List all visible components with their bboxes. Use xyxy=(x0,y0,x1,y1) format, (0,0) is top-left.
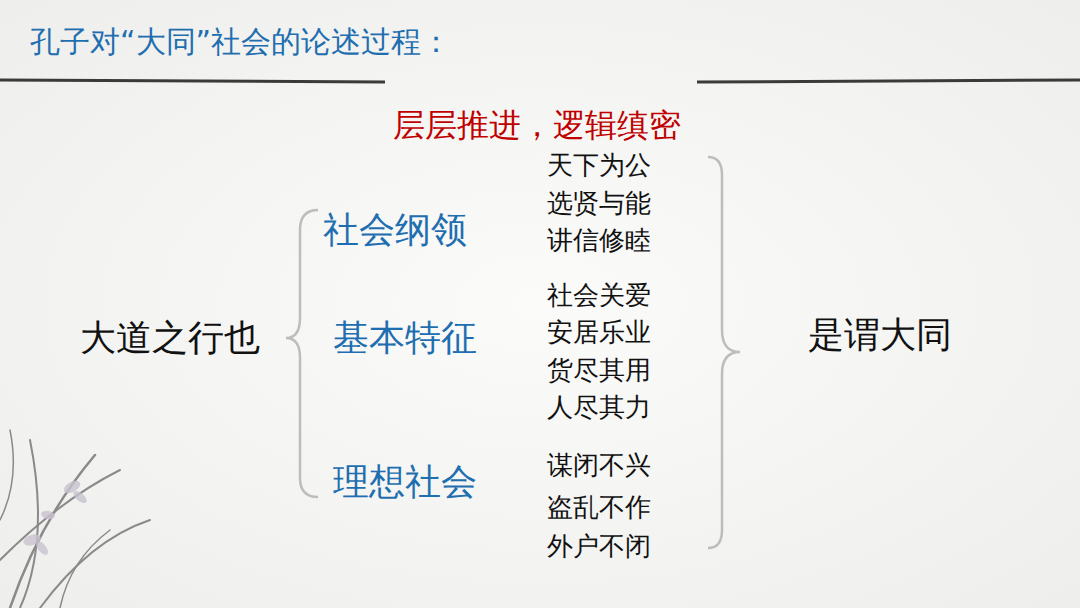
category-label: 社会纲领 xyxy=(323,208,467,251)
item-text: 天下为公 xyxy=(547,150,651,181)
item-text: 盗乱不作 xyxy=(547,492,651,523)
item-text: 外户不闭 xyxy=(547,531,651,562)
orchid-flowers xyxy=(22,478,89,557)
item-text: 安居乐业 xyxy=(547,317,651,348)
orchid-illustration xyxy=(0,430,150,608)
subtitle: 层层推进，逻辑缜密 xyxy=(393,106,681,144)
slide-title: 孔子对“大同”社会的论述过程： xyxy=(30,24,451,60)
conclusion-text: 是谓大同 xyxy=(808,313,952,356)
category-label: 基本特征 xyxy=(333,316,477,359)
brush-line xyxy=(0,80,385,82)
category-label: 理想社会 xyxy=(333,460,477,503)
item-text: 讲信修睦 xyxy=(547,225,651,256)
item-text: 货尽其用 xyxy=(547,355,651,386)
item-text: 社会关爱 xyxy=(547,280,651,311)
brush-line xyxy=(697,80,1080,82)
item-text: 谋闭不兴 xyxy=(547,450,651,481)
root-text: 大道之行也 xyxy=(80,316,260,359)
item-text: 人尽其力 xyxy=(547,392,651,423)
curly-brace xyxy=(708,157,740,548)
curly-brace xyxy=(286,210,318,497)
item-text: 选贤与能 xyxy=(547,188,651,219)
